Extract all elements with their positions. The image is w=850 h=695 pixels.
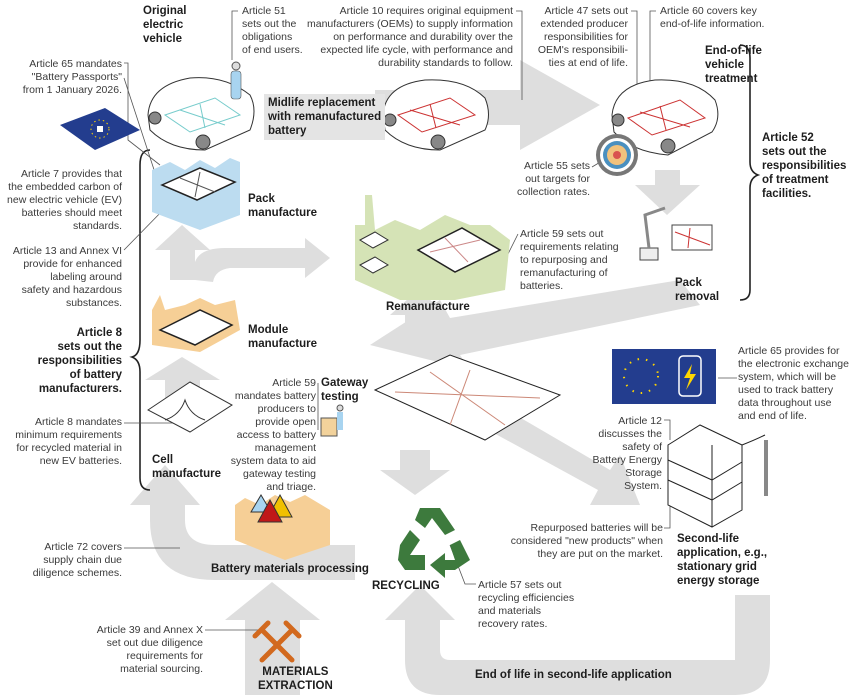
bracket-treatment-facilities — [739, 44, 761, 301]
article-8-responsibilities: Article 8 sets out the responsibilities … — [37, 327, 122, 395]
stage-end-of-life-second-life: End of life in second-life application — [475, 669, 672, 681]
stage-cell-manufacture: Cell manufacture — [152, 454, 222, 480]
article-60: Article 60 covers key end-of-life inform… — [660, 5, 765, 30]
article-13: Article 13 and Annex VI provide for enha… — [12, 245, 122, 309]
arrow-u-second-life-end — [385, 585, 770, 695]
bracket-battery-manufacturers — [129, 149, 151, 491]
stage-pack-removal: Pack removal — [675, 277, 720, 303]
article-47: Article 47 sets out extended producer re… — [537, 5, 628, 69]
flow-arrows — [130, 60, 770, 695]
article-12: Article 12 discusses the safety of Batte… — [592, 415, 662, 492]
person-icon — [230, 61, 242, 100]
hammers-icon — [252, 620, 302, 663]
recycling-icon — [398, 508, 470, 578]
repurposed-note: Repurposed batteries will be considered … — [510, 522, 663, 560]
article-59-remanufacture: Article 59 sets out requirements relatin… — [520, 228, 619, 292]
stage-module-manufacture: Module manufacture — [248, 324, 318, 350]
stage-recycling: RECYCLING — [372, 580, 440, 592]
article-55: Article 55 sets out targets for collecti… — [517, 160, 590, 198]
article-39: Article 39 and Annex X set out due dilig… — [96, 624, 203, 675]
article-52: Article 52 sets out the responsibilities… — [762, 132, 847, 200]
eu-battery-data-icon — [612, 349, 716, 404]
stage-materials-extraction: MATERIALS EXTRACTION — [258, 666, 333, 692]
arrow-diag-to-second-life — [470, 400, 640, 505]
article-7: Article 7 provides that the embedded car… — [7, 168, 122, 232]
battery-passport-icon — [60, 108, 140, 150]
arrow-up-to-pack — [155, 225, 210, 280]
gateway-testing-icon — [320, 404, 344, 437]
stage-battery-materials: Battery materials processing — [211, 563, 369, 575]
arrow-up-to-module — [145, 357, 220, 400]
article-8-recycled: Article 8 mandates minimum requirements … — [15, 416, 122, 467]
article-65-passport: Article 65 mandates "Battery Passports" … — [22, 58, 122, 96]
article-57: Article 57 sets out recycling efficienci… — [478, 579, 575, 630]
stage-midlife-replacement: Midlife replacement with remanufactured … — [264, 94, 386, 140]
stage-remanufacture: Remanufacture — [386, 301, 470, 313]
stage-second-life: Second-life application, e.g., stationar… — [677, 533, 768, 587]
stage-gateway-testing: Gateway testing — [321, 377, 369, 403]
midlife-car-icon — [382, 79, 489, 151]
pack-removal-robot-icon — [639, 206, 713, 261]
article-51: Article 51 sets out the obligations of e… — [242, 5, 303, 56]
arrow-diag-to-remanufacture — [370, 280, 700, 370]
remanufacture-factory-icon — [355, 195, 510, 300]
arrow-down-to-pack-removal — [635, 170, 700, 215]
leader-lines — [123, 10, 737, 631]
cell-icon — [147, 381, 233, 433]
pack-factory-icon — [152, 158, 240, 230]
eol-car-icon — [611, 79, 719, 156]
article-72: Article 72 covers supply chain due dilig… — [32, 541, 122, 579]
article-65-exchange: Article 65 provides for the electronic e… — [738, 345, 849, 422]
arrow-stub-second-life — [740, 595, 770, 605]
module-factory-icon — [152, 295, 240, 352]
battery-pack-icon — [373, 354, 562, 441]
arrow-branch-to-remanufacture — [195, 238, 330, 282]
stage-end-of-life-vehicle: End-of-life vehicle treatment — [705, 45, 762, 85]
stage-original-ev: Original electric vehicle — [143, 5, 187, 45]
article-10: Article 10 requires original equipment m… — [307, 5, 513, 69]
collection-target-icon — [596, 134, 638, 176]
materials-factory-icon — [235, 493, 330, 560]
arrow-down-to-recycling — [380, 450, 450, 495]
energy-storage-icon — [667, 424, 768, 528]
arrow-up-from-pack-flat — [390, 290, 448, 350]
original-ev-car-icon — [147, 77, 255, 151]
article-59-gateway: Article 59 mandates battery producers to… — [230, 377, 316, 493]
stage-pack-manufacture: Pack manufacture — [248, 193, 318, 219]
